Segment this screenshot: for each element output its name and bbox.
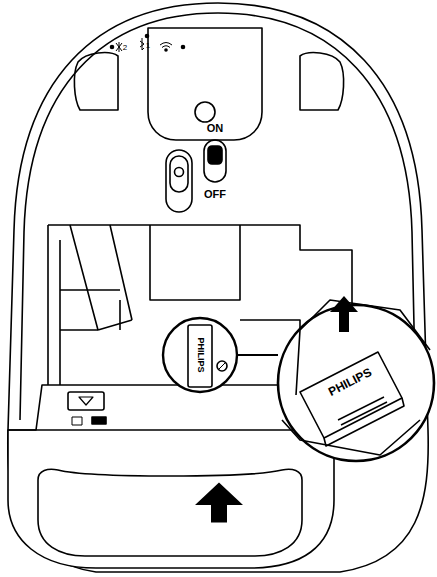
sensor-window: [166, 150, 192, 212]
switch-knob: [208, 146, 222, 164]
wifi-icon: [165, 49, 167, 51]
battery-bay: [48, 225, 60, 395]
channel-number: 1: [146, 42, 150, 50]
cover-edge: [8, 429, 334, 431]
brand-label: PHILIPS: [196, 337, 205, 372]
switch-label: OFF: [204, 189, 226, 200]
foot-pad: [300, 53, 344, 110]
zoom-compartment: [282, 300, 430, 455]
screw-mark: [217, 361, 227, 371]
indicator-dot: [182, 46, 185, 49]
bluetooth-icon: [116, 42, 122, 52]
release-triangle: [79, 397, 93, 405]
pair-button: [195, 102, 215, 122]
usb-receiver: [188, 325, 212, 387]
foot-pad: [74, 53, 118, 110]
arrow-up: [195, 483, 243, 523]
power-switch: [204, 140, 226, 182]
channel-number: 2: [123, 44, 127, 52]
receiver-icon: [72, 417, 82, 425]
zoom-receiver: [300, 352, 402, 438]
leader-line: [237, 354, 278, 356]
switch-label: ON: [207, 123, 224, 134]
battery-strip: [70, 225, 132, 330]
cover-grip: [38, 469, 302, 556]
indicator-dot: [146, 35, 149, 38]
release-button: [68, 392, 104, 410]
detail-circle: [163, 318, 237, 392]
battery-strip: [150, 225, 240, 300]
sensor-lens: [175, 168, 184, 177]
indicator-dot: [111, 46, 114, 49]
battery-icon: [92, 417, 106, 424]
mouse-shell: [8, 3, 428, 572]
wifi-icon: [160, 43, 172, 48]
screw-mark: [219, 363, 225, 369]
zoom-receiver: [324, 398, 404, 446]
receiver-slot: [338, 397, 387, 425]
arrow-up: [330, 296, 358, 332]
sensor-lens: [170, 156, 188, 192]
bluetooth-icon: [140, 38, 144, 50]
sensor-plate: [148, 28, 262, 140]
